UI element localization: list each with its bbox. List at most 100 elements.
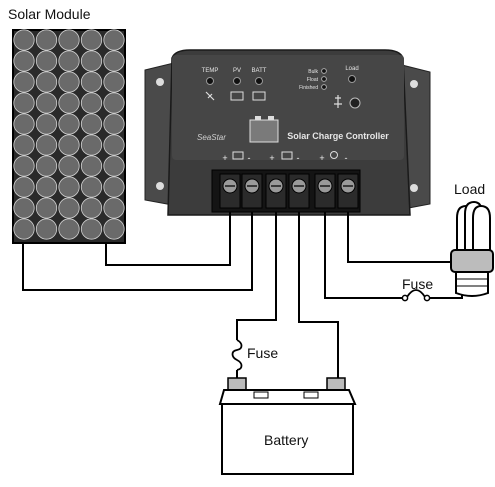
polarity-mark: - (345, 153, 348, 163)
solar-cell (80, 134, 103, 156)
solar-cell (13, 50, 35, 72)
mount-hole-icon (156, 182, 164, 190)
solar-cell (80, 50, 103, 72)
solar-cell (80, 176, 103, 198)
solar-cell (35, 176, 58, 198)
pv-terminal-icon (232, 151, 244, 160)
solar-cell (58, 29, 80, 51)
solar-cell (103, 50, 125, 72)
solar-cell (35, 134, 58, 156)
lamp-small-icon (334, 95, 342, 108)
solar-cell (103, 218, 125, 240)
solar-cell (35, 155, 58, 177)
solar-cell (35, 113, 58, 135)
solar-cell (80, 155, 103, 177)
solar-cell (103, 197, 125, 219)
battery-positive-post-icon (227, 377, 247, 391)
polarity-mark: - (297, 153, 300, 163)
mount-hole-icon (410, 184, 418, 192)
thermometer-icon (205, 91, 215, 101)
solar-cell (58, 50, 80, 72)
solar-cell-grid (13, 29, 125, 240)
mount-hole-icon (156, 78, 164, 86)
controller-title: Solar Charge Controller (287, 131, 389, 141)
solar-cell (80, 29, 103, 51)
polarity-mark: + (269, 153, 274, 163)
charge-controller: TEMP PV BATT Bulk Float Finished Load Se… (144, 49, 431, 216)
solar-cell (80, 197, 103, 219)
load-button-icon (349, 97, 361, 109)
batt-led-icon (255, 77, 263, 85)
status-led-icon (321, 84, 327, 90)
load-terminal-icon (330, 151, 338, 159)
temp-led-icon (206, 77, 214, 85)
solar-cell (103, 134, 125, 156)
polarity-mark: + (319, 153, 324, 163)
mount-hole-icon (410, 80, 418, 88)
solar-cell (13, 71, 35, 93)
solar-cell (35, 29, 58, 51)
solar-cell (35, 197, 58, 219)
polarity-mark: - (248, 153, 251, 163)
solar-cell (35, 92, 58, 114)
solar-cell (13, 92, 35, 114)
solar-cell (13, 29, 35, 51)
terminal-block (219, 173, 359, 209)
brand-label: SeaStar (197, 133, 226, 142)
battery-terminal-icon (281, 151, 293, 160)
load-label: Load (454, 181, 486, 197)
solar-cell (58, 197, 80, 219)
solar-cell (58, 176, 80, 198)
solar-cell (13, 155, 35, 177)
status-float-label: Float (307, 77, 319, 83)
load-led-icon (348, 75, 356, 83)
battery-graphic-icon (249, 119, 279, 143)
battery-negative-post-icon (326, 377, 346, 391)
solar-cell (13, 176, 35, 198)
solar-cell (58, 113, 80, 135)
load-indicator-label: Load (345, 66, 358, 72)
solar-module (12, 29, 126, 244)
load-lamp-icon (450, 200, 494, 297)
solar-cell (35, 218, 58, 240)
solar-cell (13, 134, 35, 156)
solar-panel-icon (230, 91, 244, 101)
solar-cell (80, 71, 103, 93)
battery-fuse-label: Fuse (247, 345, 279, 361)
solar-cell (103, 29, 125, 51)
solar-cell (58, 155, 80, 177)
status-led-icon (321, 68, 327, 74)
solar-cell (80, 113, 103, 135)
solar-cell (103, 71, 125, 93)
battery-small-icon (252, 91, 266, 101)
solar-cell (13, 113, 35, 135)
solar-module-label: Solar Module (8, 6, 91, 22)
battery-fuse-icon (231, 339, 243, 371)
battery (218, 377, 357, 475)
status-finished-label: Finished (299, 85, 318, 91)
solar-cell (58, 92, 80, 114)
solar-cell (80, 218, 103, 240)
solar-cell (103, 155, 125, 177)
pv-led-icon (233, 77, 241, 85)
solar-cell (58, 134, 80, 156)
status-led-icon (321, 76, 327, 82)
solar-cell (58, 71, 80, 93)
solar-cell (13, 218, 35, 240)
solar-cell (80, 92, 103, 114)
solar-cell (103, 176, 125, 198)
solar-cell (35, 50, 58, 72)
solar-cell (103, 113, 125, 135)
load-fuse-icon (401, 289, 431, 302)
solar-cell (35, 71, 58, 93)
polarity-marks: +-+-+- (222, 153, 347, 163)
pv-label: PV (233, 68, 241, 74)
solar-cell (103, 92, 125, 114)
temp-label: TEMP (202, 68, 219, 74)
load-fuse-label: Fuse (402, 276, 434, 292)
battery-label: Battery (264, 432, 309, 448)
solar-cell (13, 197, 35, 219)
status-bulk-label: Bulk (308, 69, 318, 75)
solar-cell (58, 218, 80, 240)
